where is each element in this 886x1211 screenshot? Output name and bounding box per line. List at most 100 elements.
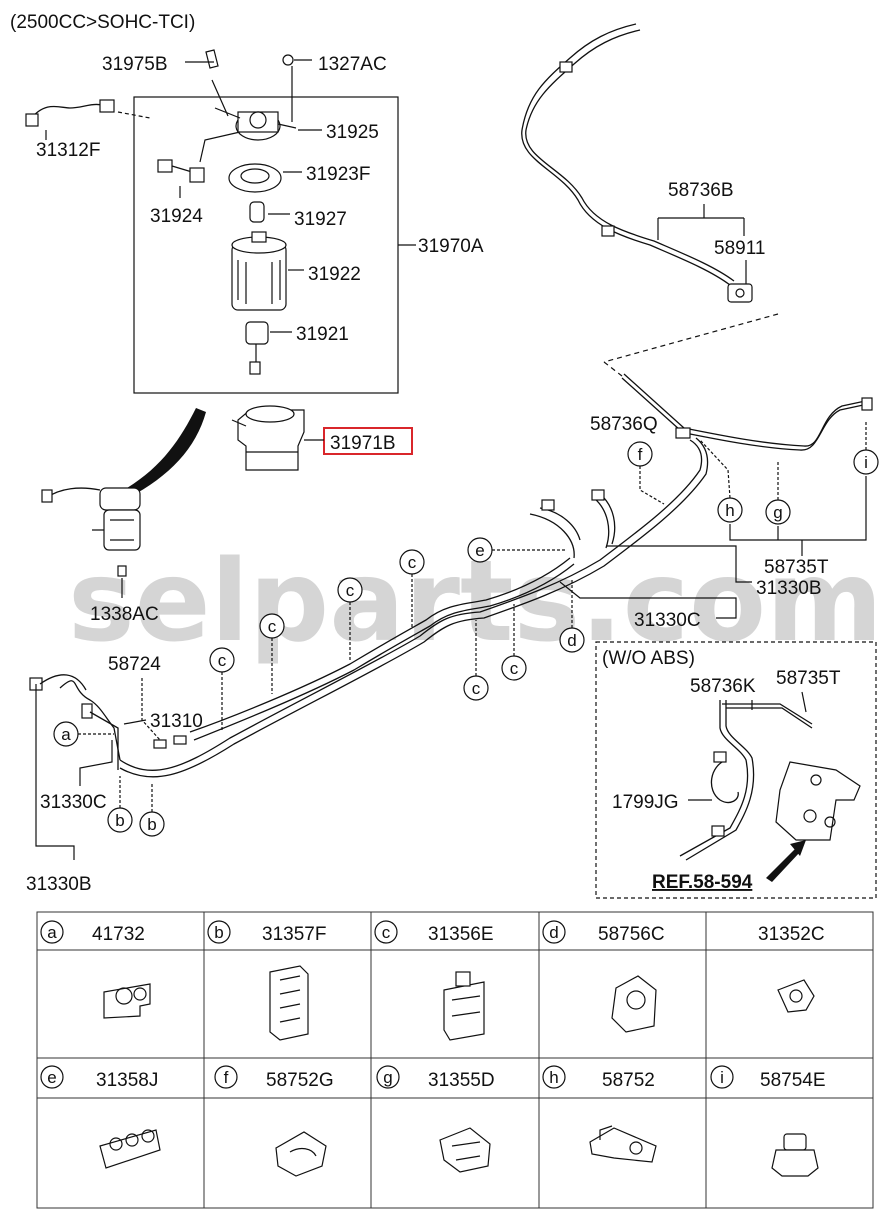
callout-c-2[interactable]: c: [259, 613, 285, 639]
label-1338AC[interactable]: 1338AC: [90, 604, 159, 625]
label-31310[interactable]: 31310: [150, 711, 203, 732]
clip-58756C-drawing: [611, 975, 657, 1033]
callout-e[interactable]: e: [467, 537, 493, 563]
label-31921[interactable]: 31921: [296, 324, 349, 345]
part-number-58752G[interactable]: 58752G: [266, 1070, 334, 1091]
callout-c-1[interactable]: c: [209, 647, 235, 673]
label-58736B[interactable]: 58736B: [668, 180, 734, 201]
svg-text:c: c: [268, 617, 277, 636]
callout-g[interactable]: g: [765, 499, 791, 525]
label-31971B[interactable]: 31971B: [330, 433, 396, 454]
svg-text:d: d: [549, 923, 558, 942]
label-31330C-left[interactable]: 31330C: [40, 792, 107, 813]
callout-f[interactable]: f: [627, 441, 653, 467]
svg-text:b: b: [214, 923, 223, 942]
label-31927[interactable]: 31927: [294, 209, 347, 230]
svg-text:c: c: [510, 659, 519, 678]
svg-text:d: d: [567, 631, 576, 650]
part-number-31352C[interactable]: 31352C: [758, 924, 825, 945]
callout-b-left1[interactable]: b: [107, 807, 133, 833]
wo-abs-title: (W/O ABS): [602, 648, 695, 669]
highlight-box-31971B: [323, 427, 413, 455]
table-cell-g: g 31355D: [376, 1065, 495, 1091]
callout-i[interactable]: i: [853, 449, 879, 475]
svg-text:c: c: [218, 651, 227, 670]
svg-text:b: b: [147, 815, 156, 834]
main-fuel-pipes: [29, 437, 709, 778]
label-31970A[interactable]: 31970A: [418, 236, 484, 257]
label-1799JG[interactable]: 1799JG: [612, 792, 679, 813]
label-31330B-right[interactable]: 31330B: [756, 578, 822, 599]
svg-text:c: c: [346, 581, 355, 600]
part-number-58754E[interactable]: 58754E: [760, 1070, 826, 1091]
clip-31355D-drawing: [439, 1127, 491, 1173]
part-number-58756C[interactable]: 58756C: [598, 924, 665, 945]
filter-cartridge-part: [231, 231, 287, 311]
callout-d[interactable]: d: [559, 627, 585, 653]
label-31975B[interactable]: 31975B: [102, 54, 168, 75]
clip-31358J-drawing: [99, 1129, 161, 1169]
ref-58-594[interactable]: REF.58-594: [652, 872, 753, 893]
seal-ring-part: [228, 163, 282, 193]
label-31925[interactable]: 31925: [326, 122, 379, 143]
brake-pipe-58736Q: [621, 373, 873, 451]
ref-arrow: [766, 848, 800, 882]
table-cell-b: b 31357F: [207, 920, 326, 945]
label-58735T[interactable]: 58735T: [764, 557, 829, 578]
label-1327AC[interactable]: 1327AC: [318, 54, 387, 75]
svg-text:e: e: [47, 1068, 56, 1087]
part-number-31357F[interactable]: 31357F: [262, 924, 326, 945]
table-cell-h: h 58752: [542, 1065, 655, 1091]
clip-41732-drawing: [103, 983, 151, 1019]
table-cell-e: e 31358J: [40, 1065, 158, 1091]
part-number-31358J[interactable]: 31358J: [96, 1070, 158, 1091]
svg-text:a: a: [61, 725, 71, 744]
wo-abs-box: [595, 641, 877, 899]
svg-text:c: c: [472, 679, 481, 698]
label-58736K[interactable]: 58736K: [690, 676, 756, 697]
drain-plug-part: [249, 201, 265, 223]
wo-abs-pipes: [679, 700, 861, 861]
label-31924[interactable]: 31924: [150, 206, 203, 227]
callout-c-4[interactable]: c: [399, 549, 425, 575]
callout-a-left[interactable]: a: [53, 721, 79, 747]
callout-h[interactable]: h: [717, 497, 743, 523]
svg-text:e: e: [475, 541, 484, 560]
svg-text:f: f: [224, 1068, 229, 1087]
svg-text:c: c: [408, 553, 417, 572]
label-58735T-wo-abs[interactable]: 58735T: [776, 668, 841, 689]
svg-text:h: h: [549, 1068, 558, 1087]
label-31330B-left[interactable]: 31330B: [26, 874, 92, 895]
callout-c-6[interactable]: c: [501, 655, 527, 681]
part-number-58752[interactable]: 58752: [602, 1070, 655, 1091]
mounted-filter-assembly: [41, 487, 141, 577]
part-number-41732[interactable]: 41732: [92, 924, 145, 945]
table-cell-a: a 41732: [40, 920, 145, 945]
table-cell-i: i 58754E: [710, 1065, 826, 1091]
part-number-31356E[interactable]: 31356E: [428, 924, 494, 945]
label-58736Q[interactable]: 58736Q: [590, 414, 658, 435]
clip-58754E-drawing: [771, 1133, 819, 1177]
brake-pipe-58736B: [521, 23, 753, 303]
callout-c-3[interactable]: c: [337, 577, 363, 603]
sensor-wire-31312F: [25, 99, 115, 127]
variant-title: (2500CC>SOHC-TCI): [10, 12, 195, 33]
sensor-plug-part: [157, 159, 205, 183]
svg-text:i: i: [864, 453, 868, 472]
svg-text:f: f: [638, 445, 643, 464]
part-number-31355D[interactable]: 31355D: [428, 1070, 495, 1091]
svg-text:b: b: [115, 811, 124, 830]
label-58724[interactable]: 58724: [108, 654, 161, 675]
label-31923F[interactable]: 31923F: [306, 164, 370, 185]
callout-c-5[interactable]: c: [463, 675, 489, 701]
label-58911[interactable]: 58911: [714, 238, 765, 259]
parts-table: [36, 911, 874, 1209]
callout-b-left2[interactable]: b: [139, 811, 165, 837]
table-cell-c: c 31356E: [374, 920, 494, 945]
label-31330C-right[interactable]: 31330C: [634, 610, 701, 631]
label-31922[interactable]: 31922: [308, 264, 361, 285]
label-31312F[interactable]: 31312F: [36, 140, 100, 161]
table-cell-f: f 58752G: [214, 1065, 334, 1091]
clip-58752G-drawing: [275, 1131, 327, 1177]
